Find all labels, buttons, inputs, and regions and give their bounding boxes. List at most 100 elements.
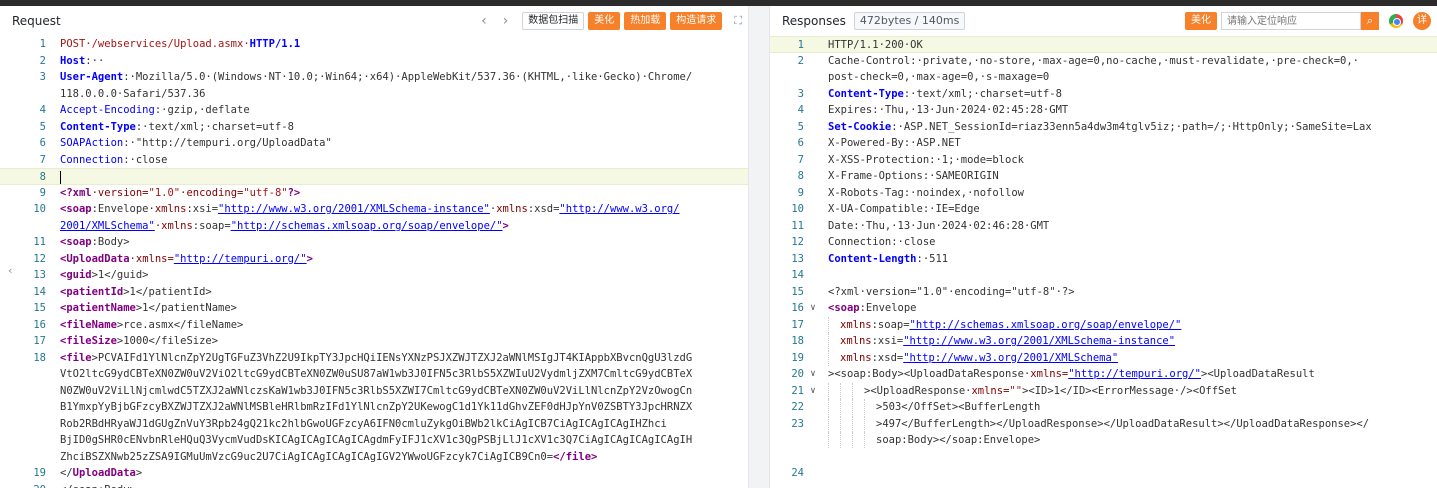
code-token: :·"http://tempuri.org/UploadData": [123, 137, 332, 149]
response-search-input[interactable]: [1221, 12, 1361, 30]
code-token: X-Frame-Options:·SAMEORIGIN: [828, 170, 999, 182]
code-text: ><UploadResponse·xmlns=""><ID>1</ID><Err…: [818, 382, 1237, 400]
request-code-line: 10<soap:Envelope·xmlns:xsi="http://www.w…: [0, 201, 748, 218]
search-icon[interactable]: ⌕: [1361, 12, 1379, 30]
request-code-line: N0ZW0uV2ViLlNjcmlwdC5TZXJ2aWNlczsKaW1wb3…: [0, 383, 748, 400]
code-token: >: [306, 252, 313, 265]
code-text: Connection:·close: [50, 152, 167, 169]
line-number: 3: [39, 71, 46, 83]
code-text: >497</BufferLength></UploadResponse></Up…: [818, 415, 1369, 433]
line-number: 24: [791, 467, 804, 479]
line-number: 9: [797, 186, 804, 199]
code-token: BjID0gSHR0cENvbnRleHQuQ3VycmVudDsKICAgIC…: [60, 434, 693, 446]
code-text: Date:·Thu,·13·Jun·2024·02:46:28·GMT: [818, 218, 1049, 235]
code-text: User-Agent:·Mozilla/5.0·(Windows·NT·10.0…: [50, 69, 692, 86]
code-token: >: [502, 219, 509, 232]
code-token: :·ASP.NET_SessionId=riaz33enn5a4dw3m4tgl…: [891, 120, 1372, 133]
chrome-icon[interactable]: [1389, 14, 1403, 28]
code-token: Content-Type: [60, 120, 136, 133]
code-token: xmlns=: [135, 252, 174, 265]
code-token: xmlns: [840, 318, 872, 331]
line-number: 2: [39, 54, 46, 67]
code-token: B1YmxpYyBjbGFzcyBXZWJTZXJ2aWNlMSBleHRlbm…: [60, 401, 693, 413]
code-token: <soap: [828, 302, 860, 314]
code-token: >PCVAIFd1YlNlcnZpY2UgTGFuZ3VhZ2U9IkpTY3J…: [91, 351, 693, 364]
response-beautify-button[interactable]: 美化: [1185, 12, 1217, 30]
code-token: "1.0": [148, 186, 181, 199]
code-text: xmlns:xsd="http://www.w3.org/2001/XMLSch…: [818, 349, 1119, 367]
fold-chevron-icon[interactable]: ∨: [810, 303, 816, 313]
line-number: [0, 399, 50, 416]
request-code-line: 2001/XMLSchema"·xmlns:soap="http://schem…: [0, 218, 748, 235]
code-token: >: [135, 467, 143, 479]
code-token: xmlns: [840, 351, 872, 364]
code-token: X-Powered-By:·ASP.NET: [828, 137, 961, 149]
fold-gutter: [808, 251, 818, 268]
code-text: </UploadData>: [50, 465, 142, 482]
code-token: ·version=: [91, 186, 149, 199]
line-number: 6: [797, 137, 804, 149]
line-number: 20: [791, 368, 804, 380]
response-toolbar: Responses 472bytes / 140ms 美化 ⌕ 详: [770, 6, 1437, 36]
indent-guide: [840, 432, 852, 448]
detail-button[interactable]: 详: [1413, 12, 1431, 30]
fold-gutter: [808, 284, 818, 301]
code-token: >1</patientName>: [135, 302, 238, 314]
fold-gutter: [808, 234, 818, 251]
line-number: 16: [33, 318, 46, 331]
request-code-line: Rob2RBdHRyaWJ1dGUgZnVuY3Rpb24gQ21kc2hlbG…: [0, 416, 748, 433]
code-token: :xsi=: [186, 203, 219, 215]
code-token: <guid: [60, 269, 92, 281]
request-code-line: 14<patientId>1</patientId>: [0, 284, 748, 301]
code-text: [50, 169, 61, 184]
code-text: 2001/XMLSchema"·xmlns:soap="http://schem…: [50, 218, 509, 235]
indent-guide: [852, 432, 864, 448]
line-number: 3: [797, 87, 804, 100]
pane-divider[interactable]: [748, 6, 770, 488]
code-token: xmlns=: [1030, 368, 1069, 380]
response-code-line: 14: [770, 267, 1437, 284]
fold-chevron-icon[interactable]: ∨: [810, 385, 816, 396]
line-number: 20: [0, 482, 50, 488]
code-text: ZhciBSZXNwb25zZSA9IGMuUmVzcG9uc2U7CiAgIC…: [50, 449, 597, 466]
scan-packet-button[interactable]: 数据包扫描: [522, 12, 585, 30]
request-code-line: 12<UploadData·xmlns="http://tempuri.org/…: [0, 251, 748, 268]
fold-chevron-icon[interactable]: ∨: [810, 369, 816, 379]
code-token: >1000</fileSize>: [116, 335, 219, 347]
indent-guide: [864, 399, 876, 415]
code-text: N0ZW0uV2ViLlNjcmlwdC5TZXJ2aWNlczsKaW1wb3…: [50, 383, 692, 400]
code-token: </soap:Body>: [60, 484, 136, 488]
chevron-right-icon[interactable]: ›: [502, 13, 509, 29]
chevron-left-icon[interactable]: ‹: [481, 13, 487, 29]
code-token: "http://www.w3.org/2001/XMLSchema": [903, 351, 1119, 364]
build-request-button[interactable]: 构造请求: [670, 12, 723, 30]
code-token: ><ID>1</ID><ErrorMessage·/><OffSet: [1022, 384, 1237, 397]
collapse-left-icon[interactable]: ‹: [8, 264, 13, 277]
code-text: HTTP/1.1·200·OK: [818, 37, 923, 52]
code-text: <soap:Envelope: [818, 300, 917, 317]
fold-gutter: [808, 69, 818, 86]
code-token: "http://schemas.xmlsoap.org/soap/envelop…: [909, 318, 1182, 331]
indent-guide: [864, 432, 876, 448]
code-text: </soap:Body>: [50, 482, 136, 488]
code-text: Expires:·Thu,·13·Jun·2024·02:45:28·GMT: [818, 102, 1068, 119]
fold-gutter: [808, 152, 818, 169]
indent-guide: [828, 415, 840, 432]
code-token: ·: [129, 252, 136, 265]
indent-guide: [828, 432, 840, 448]
response-code-line: 24: [770, 465, 1437, 482]
code-token: xmlns: [154, 203, 187, 215]
line-number: [770, 449, 808, 466]
indent-guide: [840, 382, 852, 399]
code-token: "http://www.w3.org/: [559, 203, 680, 215]
expand-icon[interactable]: ⛶: [734, 14, 742, 27]
beautify-button[interactable]: 美化: [588, 12, 621, 30]
hot-load-button[interactable]: 热加载: [624, 12, 667, 30]
code-token: <UploadData: [60, 252, 130, 265]
code-token: >1</guid>: [91, 269, 149, 281]
